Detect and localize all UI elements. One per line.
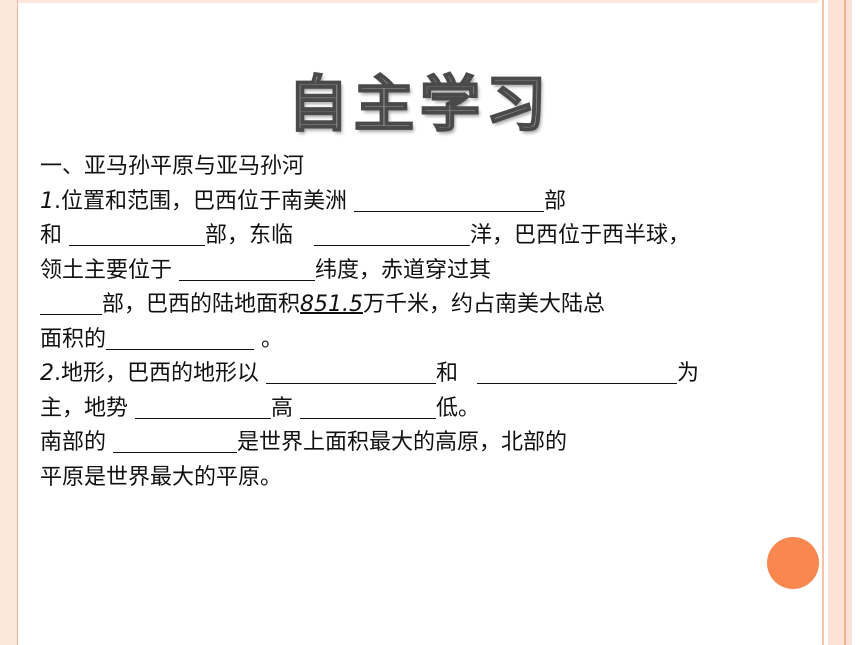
- blank-field[interactable]: [40, 290, 102, 315]
- top-border-strip: [18, 0, 818, 3]
- q1-line-4: 部，巴西的陆地面积851.5万千米，约占南美大陆总: [40, 288, 800, 323]
- right-border-decoration: [818, 0, 860, 645]
- area-value: 851.5: [300, 292, 363, 317]
- blank-field[interactable]: [106, 325, 255, 350]
- q2-line-3: 南部的 是世界上面积最大的高原，北部的: [40, 428, 568, 455]
- blank-field[interactable]: [69, 221, 206, 246]
- blank-field[interactable]: [300, 394, 437, 419]
- blank-field[interactable]: [179, 256, 316, 281]
- section-heading: 一、亚马孙平原与亚马孙河: [40, 154, 305, 179]
- q2-number: 2: [40, 361, 54, 386]
- q2-line-1: 2.地形，巴西的地形以 和 为: [40, 359, 700, 386]
- left-border-line: [17, 0, 18, 645]
- q2-line-2: 主，地势 高 低。: [40, 394, 481, 421]
- blank-field[interactable]: [266, 359, 436, 384]
- q2-line-4: 平原是世界最大的平原。: [40, 464, 283, 490]
- q1-line-5: 面积的 。: [40, 325, 284, 352]
- blank-field[interactable]: [477, 359, 678, 384]
- left-border-decoration: [0, 0, 17, 645]
- blank-field[interactable]: [135, 394, 272, 419]
- q1-line-3: 领土主要位于 纬度，赤道穿过其: [40, 256, 492, 283]
- q1-line-2: 和 部，东临 洋，巴西位于西半球，: [40, 221, 691, 248]
- slide-title: 自主学习: [287, 69, 552, 141]
- exercise-content: 一、亚马孙平原与亚马孙河 1.位置和范围，巴西位于南美洲 部 和 部，东临 洋，…: [40, 150, 800, 495]
- blank-field[interactable]: [314, 221, 471, 246]
- q1-line-1: 1.位置和范围，巴西位于南美洲 部: [40, 187, 567, 214]
- blank-field[interactable]: [113, 428, 238, 453]
- q1-number: 1: [40, 188, 54, 214]
- blank-field[interactable]: [354, 187, 544, 212]
- orange-circle-decoration: [767, 537, 819, 589]
